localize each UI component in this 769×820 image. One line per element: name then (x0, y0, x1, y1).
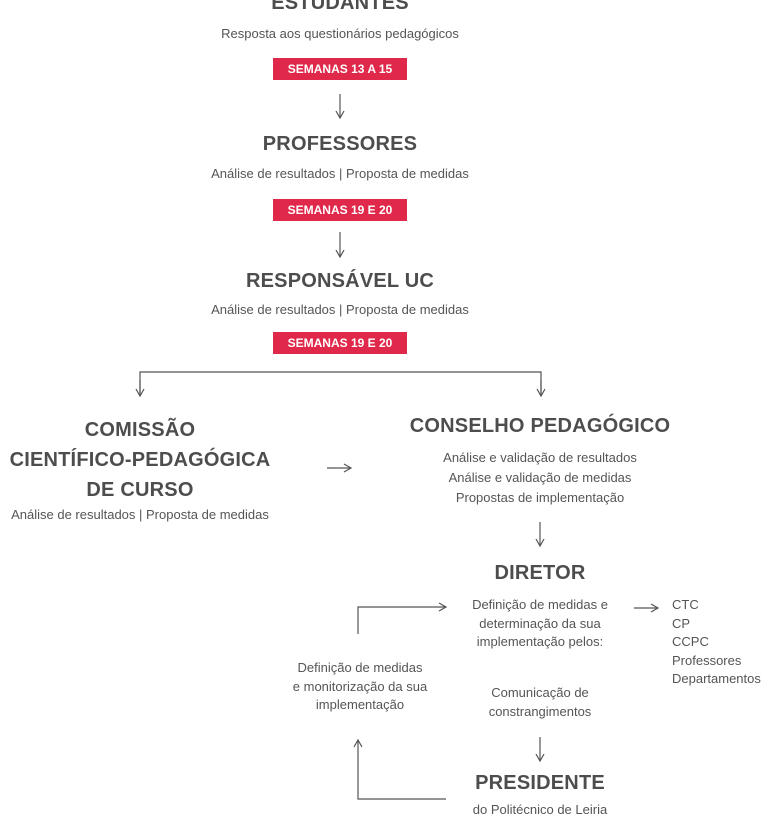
responsavel-uc-badge: SEMANAS 19 E 20 (273, 332, 407, 354)
recipient-professores: Professores (672, 652, 742, 668)
recipient-ccpc: CCPC (672, 634, 709, 649)
diretor-title: DIRETOR (494, 562, 586, 584)
comissao-title: COMISSÃO CIENTÍFICO-PEDAGÓGICA DE CURSO (0, 415, 280, 505)
recipients-list: CTC CP CCPC Professores Departamentos (672, 596, 769, 689)
conselho-line-3: Propostas de implementação (455, 490, 625, 505)
responsavel-uc-title: RESPONSÁVEL UC (245, 270, 435, 292)
professores-badge: SEMANAS 19 E 20 (273, 199, 407, 221)
monitorizacao-line-2: e monitorização da sua (292, 678, 428, 694)
comunicacao-line-1: Comunicação de (491, 685, 589, 700)
presidente-subtitle: do Politécnico de Leiria (472, 802, 608, 817)
comissao-subtitle: Análise de resultados | Proposta de medi… (11, 507, 269, 522)
estudantes-badge: SEMANAS 13 A 15 (273, 58, 407, 80)
professores-subtitle: Análise de resultados | Proposta de medi… (211, 166, 469, 181)
recipient-ctc: CTC (672, 597, 699, 612)
monitorizacao-line-3: implementação (315, 697, 405, 712)
conselho-title: CONSELHO PEDAGÓGICO (409, 415, 671, 437)
comunicacao-description: Comunicação de constrangimentos (460, 684, 620, 721)
conselho-line-1: Análise e validação de resultados (443, 450, 637, 465)
arrow-monitorizacao-diretor (357, 602, 448, 634)
conselho-line-2: Análise e validação de medidas (448, 470, 632, 485)
monitorizacao-description: Definição de medidas e monitorização da … (270, 659, 450, 715)
comissao-title-line-3: DE CURSO (86, 479, 194, 501)
diretor-description: Definição de medidas e determinação da s… (445, 596, 635, 652)
responsavel-uc-subtitle: Análise de resultados | Proposta de medi… (211, 302, 469, 317)
comunicacao-line-2: constrangimentos (488, 703, 592, 719)
estudantes-subtitle: Resposta aos questionários pedagógicos (221, 26, 459, 41)
comissao-title-line-2: CIENTÍFICO-PEDAGÓGICA (9, 449, 271, 471)
diretor-line-1: Definição de medidas e (472, 597, 608, 612)
monitorizacao-line-1: Definição de medidas (297, 660, 423, 675)
comissao-title-line-1: COMISSÃO (84, 419, 196, 441)
estudantes-title: ESTUDANTES (271, 0, 409, 14)
presidente-title: PRESIDENTE (475, 772, 605, 794)
diretor-line-2: determinação da sua (479, 615, 601, 631)
recipient-cp: CP (672, 615, 691, 631)
diretor-line-3: implementação pelos: (476, 634, 604, 649)
recipient-departamentos: Departamentos (672, 671, 761, 686)
branch-line-responsavel (139, 371, 542, 396)
conselho-description: Análise e validação de resultados Anális… (390, 448, 690, 508)
arrow-presidente-monitorizacao (353, 738, 446, 800)
professores-title: PROFESSORES (262, 133, 418, 155)
